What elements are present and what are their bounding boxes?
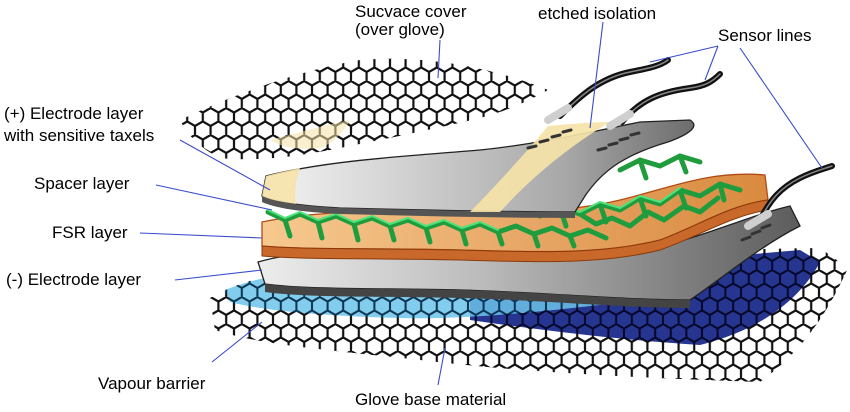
pos-electrode-sheet xyxy=(261,119,695,213)
spacer-green-highlight xyxy=(267,187,681,231)
label-pos-electrode: (+) Electrode layer xyxy=(4,104,144,123)
label-etched-isolation: etched isolation xyxy=(538,4,657,23)
leader-lines xyxy=(139,21,823,386)
neg-electrode-edge xyxy=(265,284,690,308)
label-fsr-layer: FSR layer xyxy=(52,223,128,242)
label-surface-cover: Sucvace cover xyxy=(355,2,467,21)
etched-isolation-strip xyxy=(470,122,610,212)
label-pos-electrode-sub: with sensitive taxels xyxy=(4,126,155,145)
label-neg-electrode: (-) Electrode layer xyxy=(6,270,142,289)
sensor-cables xyxy=(544,57,835,230)
label-surface-cover-sub: (over glove) xyxy=(355,20,445,39)
taxel-contacts xyxy=(526,128,641,152)
label-vapour-barrier: Vapour barrier xyxy=(98,374,206,393)
label-glove-base: Glove base material xyxy=(355,390,507,409)
surface-cover-highlight xyxy=(270,120,350,149)
label-sensor-lines: Sensor lines xyxy=(718,26,812,45)
etched-isolation-strip-left xyxy=(262,168,300,204)
surface-cover-mesh xyxy=(180,58,548,160)
neg-electrode-contacts xyxy=(740,223,772,242)
pos-electrode-edge xyxy=(262,196,575,218)
label-spacer-layer: Spacer layer xyxy=(34,174,130,193)
